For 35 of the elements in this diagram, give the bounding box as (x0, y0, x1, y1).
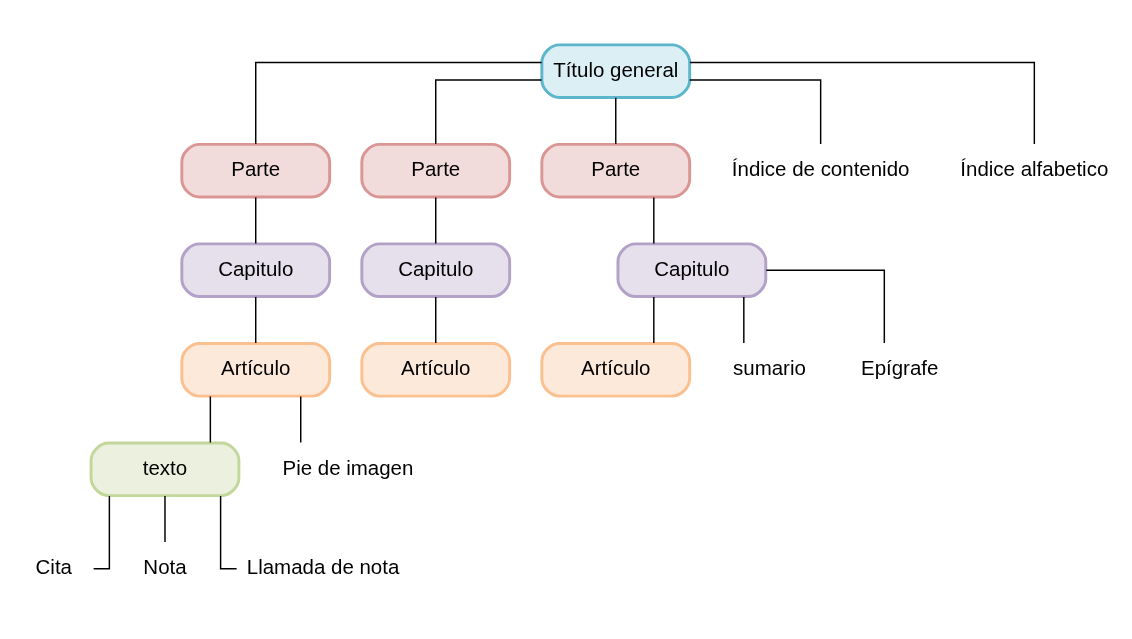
node-text: Llamada de nota (246, 554, 400, 578)
connector (255, 295, 257, 344)
node-text: Pie de imagen (282, 455, 414, 479)
node-text: Índice de contenido (731, 156, 910, 180)
connector (209, 395, 212, 443)
connector (435, 196, 437, 244)
node-text: Cita (35, 554, 72, 578)
node-box: Artículo (180, 341, 332, 398)
connector (435, 295, 437, 344)
connector (255, 61, 543, 145)
node-box: Capitulo (180, 241, 332, 298)
connector (615, 96, 617, 145)
connector (255, 196, 257, 244)
connector (689, 78, 822, 145)
connector (164, 494, 166, 543)
connector (765, 269, 886, 344)
connector (653, 295, 655, 344)
node-text: Nota (143, 554, 187, 578)
connector (435, 78, 543, 145)
connector (300, 395, 302, 443)
node-box: Título general (540, 42, 692, 99)
connector (743, 295, 745, 344)
node-text: sumario (733, 355, 806, 379)
node-box: Parte (180, 142, 332, 199)
node-box: Parte (540, 142, 692, 199)
node-box: Artículo (360, 341, 512, 398)
node-box: texto (89, 440, 241, 497)
connector (653, 196, 655, 244)
node-text: Epígrafe (860, 355, 939, 379)
node-text: Índice alfabetico (960, 156, 1109, 180)
node-box: Capitulo (616, 241, 768, 298)
connector (689, 61, 1036, 145)
node-box: Capitulo (360, 241, 512, 298)
node-box: Artículo (540, 341, 692, 398)
node-box: Parte (360, 142, 512, 199)
